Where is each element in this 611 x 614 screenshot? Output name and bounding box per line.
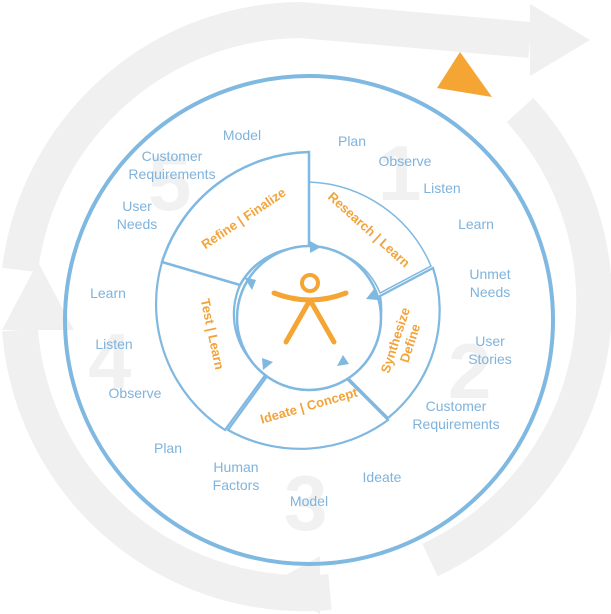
- arrow-icon: [244, 277, 256, 290]
- phase-numerals: 1 2 3 4 5: [88, 129, 491, 547]
- cycle-arrow-icon: [530, 4, 590, 76]
- cycle-arc-right: [422, 97, 611, 577]
- phase-item-label: Learn: [90, 285, 126, 301]
- orange-triangle-icon: [437, 52, 492, 97]
- outer-ring: [63, 74, 555, 566]
- phase-number: 3: [284, 459, 327, 547]
- cycle-arrow-left-icon: [2, 262, 74, 330]
- inner-circle: [235, 244, 383, 392]
- phase-number: 2: [448, 327, 491, 415]
- phase-item-label: Learn: [458, 216, 494, 232]
- phase-number: 4: [88, 317, 131, 405]
- phase-item-label: Model: [290, 493, 328, 509]
- stage-segments: [154, 150, 441, 450]
- phase-number: 5: [148, 139, 191, 227]
- phase-item-label: Listen: [95, 336, 132, 352]
- arrow-icon: [262, 358, 273, 370]
- phase-item-label: Observe: [109, 385, 162, 401]
- cycle-arrow-bottom-icon: [268, 556, 320, 614]
- phase-item-label: Ideate: [363, 469, 402, 485]
- person-figure-icon: [271, 273, 349, 345]
- phase-item-label: Plan: [154, 440, 182, 456]
- cycle-arc-top: [2, 1, 532, 273]
- phase-item-label: Listen: [423, 180, 460, 196]
- phase-item-label: Plan: [338, 133, 366, 149]
- arrow-icon: [337, 355, 349, 366]
- phase-item-label: Model: [223, 127, 261, 143]
- phase-item-label: Observe: [379, 153, 432, 169]
- segment-refine: [160, 150, 311, 287]
- arrow-icon: [366, 289, 378, 300]
- cycle-arc-bottom: [2, 328, 332, 612]
- inner-arrows: [244, 241, 378, 370]
- arrow-icon: [310, 241, 321, 253]
- phase-number: 1: [378, 129, 421, 217]
